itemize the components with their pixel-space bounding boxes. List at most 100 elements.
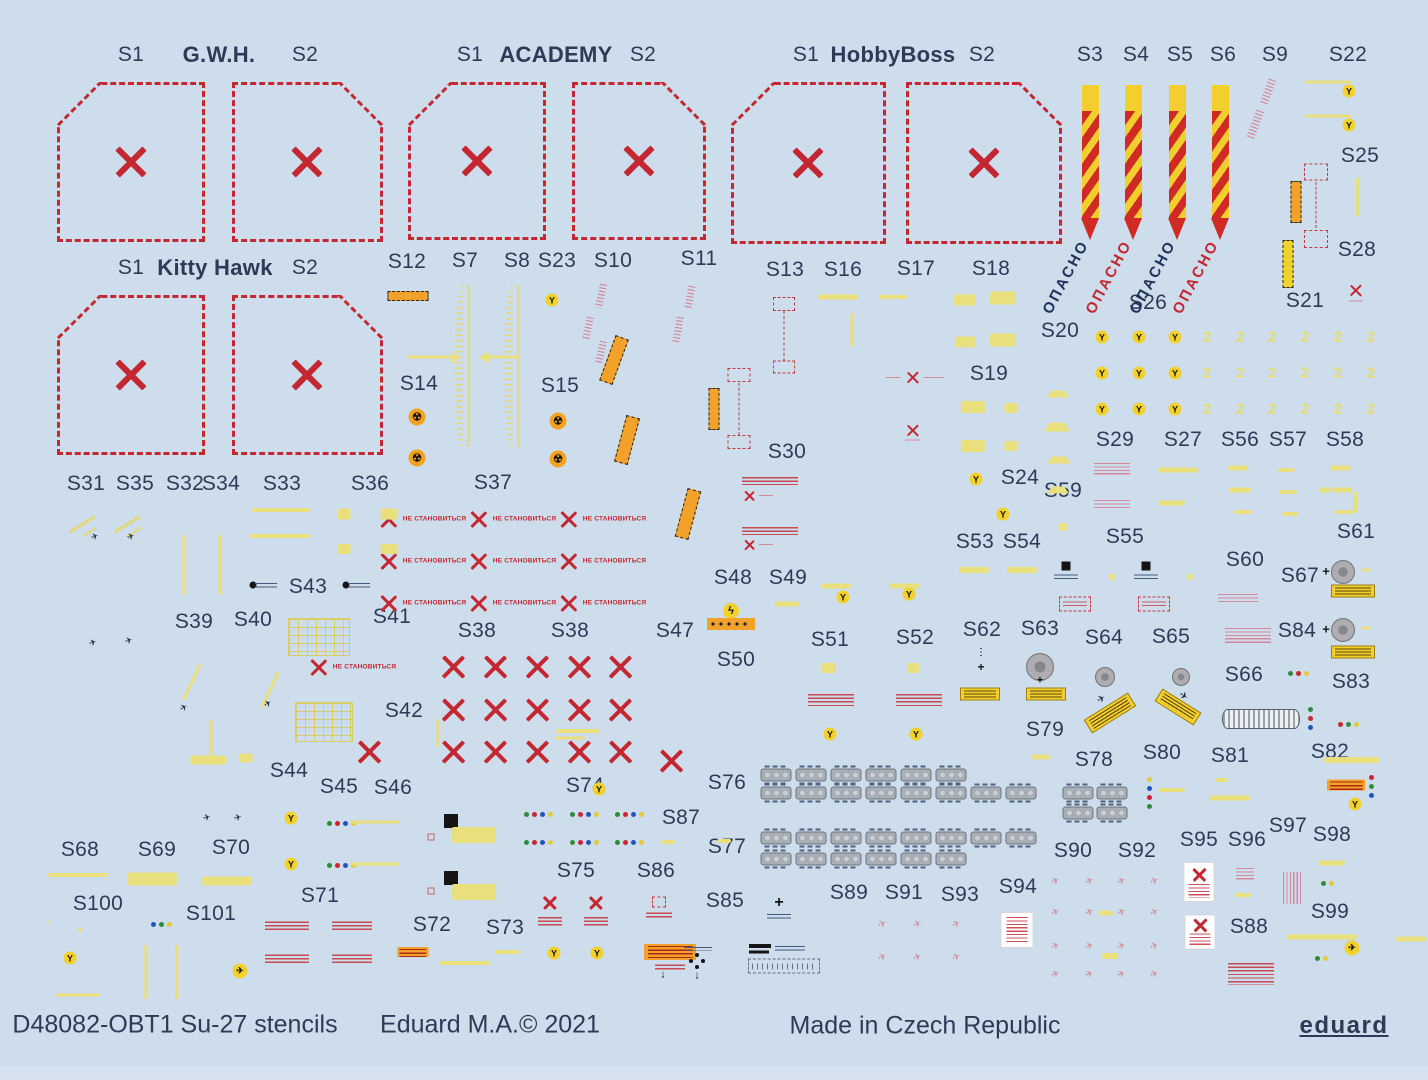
color-dot — [540, 812, 545, 817]
color-dot — [548, 812, 553, 817]
dark-fine-print — [255, 583, 277, 589]
yellow-stencil-mark — [1228, 465, 1248, 471]
color-dot — [343, 863, 348, 868]
square-center-x — [792, 146, 826, 180]
yellow-text-box — [1026, 687, 1066, 701]
dark-fine-print — [767, 914, 791, 920]
aircraft-glyph: ✈ — [201, 811, 212, 824]
chamfer-line — [337, 293, 383, 339]
access-panel-stencil — [1005, 783, 1037, 803]
red-fine-print — [332, 954, 372, 964]
yellow-stencil-mark — [250, 534, 310, 538]
stencil-label: S78 — [1074, 748, 1114, 771]
yellow-stencil-mark — [1187, 574, 1193, 580]
chamfer-line — [57, 295, 103, 340]
red-fine-print — [332, 921, 372, 931]
stencil-label: S11 — [680, 247, 718, 270]
yellow-grid-stencil — [295, 702, 353, 742]
access-panel-stencil — [1062, 783, 1094, 803]
no-step-mark: НЕ СТАНОВИТЬСЯ — [560, 510, 646, 529]
jack-icon: Y — [1132, 330, 1146, 344]
access-panel-stencil — [760, 765, 792, 785]
yellow-mound-mark — [1047, 456, 1071, 464]
color-dot — [327, 821, 332, 826]
digit-2-glyph: 2 — [1333, 364, 1343, 382]
square-center-x — [967, 146, 1001, 180]
stencil-x — [525, 654, 551, 680]
stencil-x — [608, 654, 634, 680]
color-dot — [1346, 722, 1351, 727]
yellow-stencil-mark — [190, 755, 226, 765]
yellow-stencil-mark — [954, 294, 976, 306]
stencil-label: S45 — [319, 775, 359, 798]
stencil-label: S57 — [1268, 428, 1308, 451]
yellow-stencil-mark — [182, 663, 202, 701]
yellow-stencil-mark — [1353, 491, 1357, 513]
color-dot — [594, 840, 599, 845]
tick-ruler-stencil — [454, 285, 470, 447]
orange-bar-stencil — [708, 388, 720, 430]
yellow-stencil-mark — [1235, 893, 1251, 897]
red-dashed-box — [727, 368, 751, 382]
yellow-stencil-mark — [56, 993, 100, 997]
color-dot — [623, 840, 628, 845]
aircraft-glyph: ✈ — [876, 950, 889, 965]
digit-2-glyph: 2 — [1366, 328, 1376, 346]
stencil-label: S99 — [1310, 900, 1350, 923]
yellow-stencil-mark — [380, 508, 398, 520]
jack-icon: Y — [902, 587, 916, 601]
color-dot — [570, 840, 575, 845]
white-warning-box — [1183, 862, 1215, 902]
jack-icon: Y — [996, 507, 1010, 521]
yellow-stencil-mark — [1159, 788, 1185, 792]
eduard-logo: eduard — [1299, 1012, 1389, 1039]
color-dot — [1296, 671, 1301, 676]
placement-square — [906, 82, 1062, 244]
x-mark — [543, 896, 558, 911]
color-dot-cluster — [570, 840, 599, 845]
yellow-stencil-mark — [440, 961, 490, 965]
access-panel-stencil — [795, 783, 827, 803]
no-step-text: НЕ СТАНОВИТЬСЯ — [582, 515, 647, 523]
aircraft-glyph: ✈ — [1115, 967, 1128, 982]
jack-icon: Y — [1168, 330, 1182, 344]
access-panel-stencil — [865, 783, 897, 803]
stencil-x — [357, 739, 383, 765]
x-mark — [310, 658, 329, 677]
fine-print-mark — [1094, 463, 1130, 475]
yellow-stencil-mark — [380, 544, 398, 554]
stencil-label: S94 — [998, 875, 1038, 898]
dashed-scale-box — [748, 958, 820, 974]
aircraft-glyph: ✈ — [232, 811, 243, 824]
jack-icon: Y — [909, 727, 923, 741]
yellow-stencil-mark — [182, 535, 186, 595]
red-dashed-box — [1304, 163, 1328, 181]
placement-square — [57, 295, 205, 455]
yellow-stencil-mark — [1330, 465, 1350, 471]
no-step-text: НЕ СТАНОВИТЬСЯ — [492, 515, 557, 523]
no-step-text: НЕ СТАНОВИТЬСЯ — [332, 663, 397, 671]
no-step-mark: НЕ СТАНОВИТЬСЯ — [380, 594, 466, 613]
warning-text-lines — [1189, 933, 1211, 946]
fine-print-mark — [759, 495, 773, 497]
yellow-stencil-mark — [202, 876, 252, 886]
color-dot-column — [1147, 776, 1152, 809]
stencil-x — [441, 697, 467, 723]
chamfer-line — [408, 82, 454, 127]
red-dashed-box — [1138, 596, 1170, 612]
footer-made-in: Made in Czech Republic — [789, 1011, 1061, 1040]
color-dot — [1147, 785, 1152, 791]
access-panel-stencil — [900, 783, 932, 803]
color-dot — [1323, 956, 1328, 961]
stencil-label: S27 — [1163, 428, 1203, 451]
yellow-stencil-mark — [350, 820, 400, 824]
access-panel-stencil — [970, 828, 1002, 848]
fine-print-mark — [582, 316, 594, 340]
aircraft-glyph: ✈ — [1148, 967, 1161, 982]
color-dot-cluster — [1321, 881, 1334, 886]
placement-square — [232, 295, 383, 455]
stencil-label: S8 — [503, 249, 531, 272]
access-panel-stencil — [935, 849, 967, 869]
stencil-label: S98 — [1312, 823, 1352, 846]
stencil-label: S5 — [1166, 43, 1194, 66]
